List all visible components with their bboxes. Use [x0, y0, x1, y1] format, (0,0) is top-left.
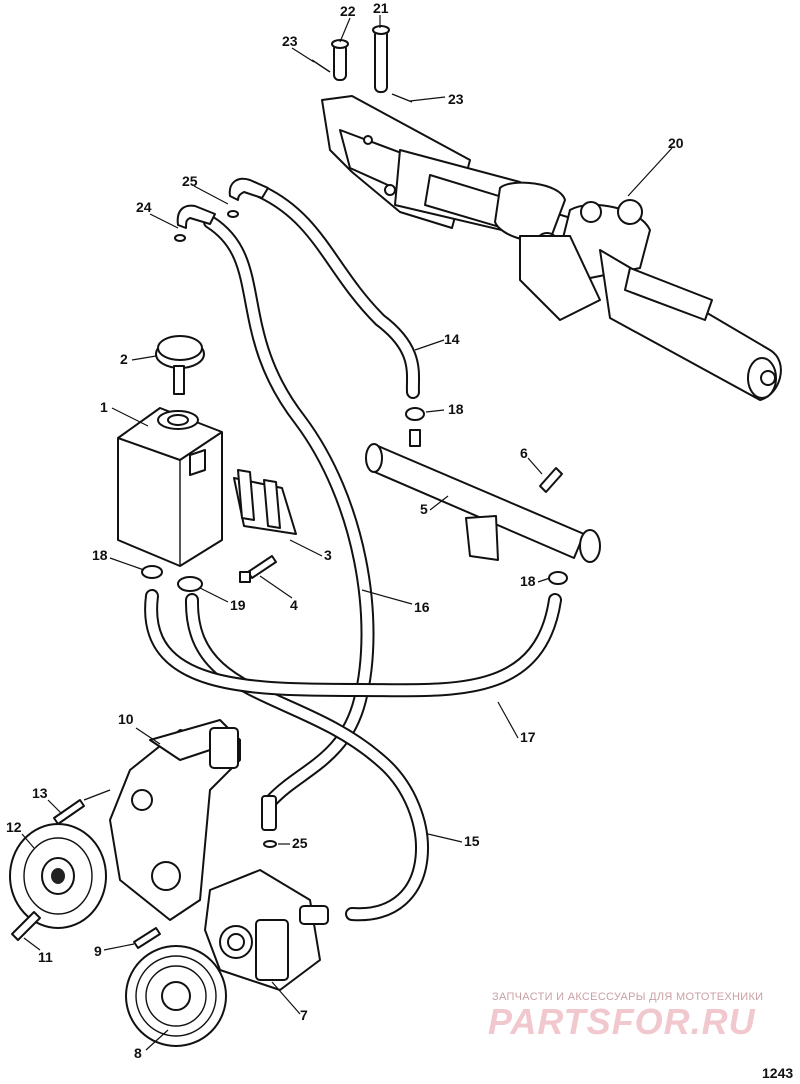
hose-end-fitting-lower	[261, 795, 277, 831]
figure-number: 1243	[762, 1065, 793, 1081]
callout-9: 9	[94, 943, 102, 959]
callout-18-right: 18	[520, 573, 536, 589]
callout-15: 15	[464, 833, 480, 849]
callout-23-left: 23	[282, 33, 298, 49]
steering-cylinder-20	[321, 95, 782, 401]
clamp-18-reservoir	[141, 565, 163, 579]
callout-labels: 22 21 23 23 20 25 24 14 2 1 18 6 5 3 18 …	[6, 0, 684, 1061]
callout-11: 11	[38, 949, 53, 965]
callout-10: 10	[118, 711, 134, 727]
callout-22: 22	[340, 3, 356, 19]
callout-7: 7	[300, 1007, 308, 1023]
callout-16: 16	[414, 599, 430, 615]
clamp-18-cooler-bottom	[548, 571, 568, 585]
reservoir-1	[117, 407, 223, 567]
o-ring-25-lower	[263, 840, 277, 848]
callout-8: 8	[134, 1045, 142, 1061]
bolt-9	[133, 927, 161, 949]
elbow-fitting-24	[174, 204, 216, 242]
bracket-3	[233, 469, 297, 535]
pump-pulley-8	[125, 945, 227, 1047]
pin-21	[372, 25, 390, 93]
callout-23-right: 23	[448, 91, 464, 107]
pin-22	[331, 39, 349, 81]
hose-17	[144, 589, 562, 698]
callout-12: 12	[6, 819, 22, 835]
callout-17: 17	[520, 729, 536, 745]
bolt-13	[53, 789, 111, 825]
callout-24: 24	[136, 199, 152, 215]
cooler-5	[365, 429, 601, 563]
watermark-tagline: ЗАПЧАСТИ И АКСЕССУАРЫ ДЛЯ МОТОТЕХНИКИ	[492, 991, 763, 1003]
callout-13: 13	[32, 785, 48, 801]
hose-16	[203, 215, 375, 807]
callout-1: 1	[100, 399, 108, 415]
pump-7	[204, 869, 329, 991]
clamp-18-cooler-top	[405, 407, 425, 421]
leader-lines	[21, 15, 673, 1051]
callout-4: 4	[290, 597, 298, 613]
bolt-11	[11, 911, 41, 941]
callout-21: 21	[373, 0, 389, 16]
callout-25-upper: 25	[182, 173, 198, 189]
elbow-fitting-25	[227, 177, 269, 218]
callout-20: 20	[668, 135, 684, 151]
callout-14: 14	[444, 331, 460, 347]
pump-bracket-10	[109, 719, 241, 921]
hose-15	[184, 593, 429, 922]
cotter-pin-23-left	[311, 59, 331, 73]
callout-5: 5	[420, 501, 428, 517]
clamp-19	[177, 576, 203, 592]
callout-3: 3	[324, 547, 332, 563]
watermark-logo: PARTSFOR.RU	[488, 1001, 756, 1042]
callout-6: 6	[520, 445, 528, 461]
callout-18-left: 18	[92, 547, 108, 563]
idler-pulley-12	[9, 823, 107, 929]
watermark: ЗАПЧАСТИ И АКСЕССУАРЫ ДЛЯ МОТОТЕХНИКИ PA…	[488, 991, 763, 1042]
callout-18-top: 18	[448, 401, 464, 417]
bolt-4	[239, 555, 277, 583]
callout-25-lower: 25	[292, 835, 308, 851]
callout-19: 19	[230, 597, 246, 613]
callout-2: 2	[120, 351, 128, 367]
cotter-pin-23-right	[391, 93, 413, 103]
hose-14	[255, 185, 421, 399]
screw-6	[539, 467, 563, 493]
reservoir-cap-2	[155, 335, 205, 395]
